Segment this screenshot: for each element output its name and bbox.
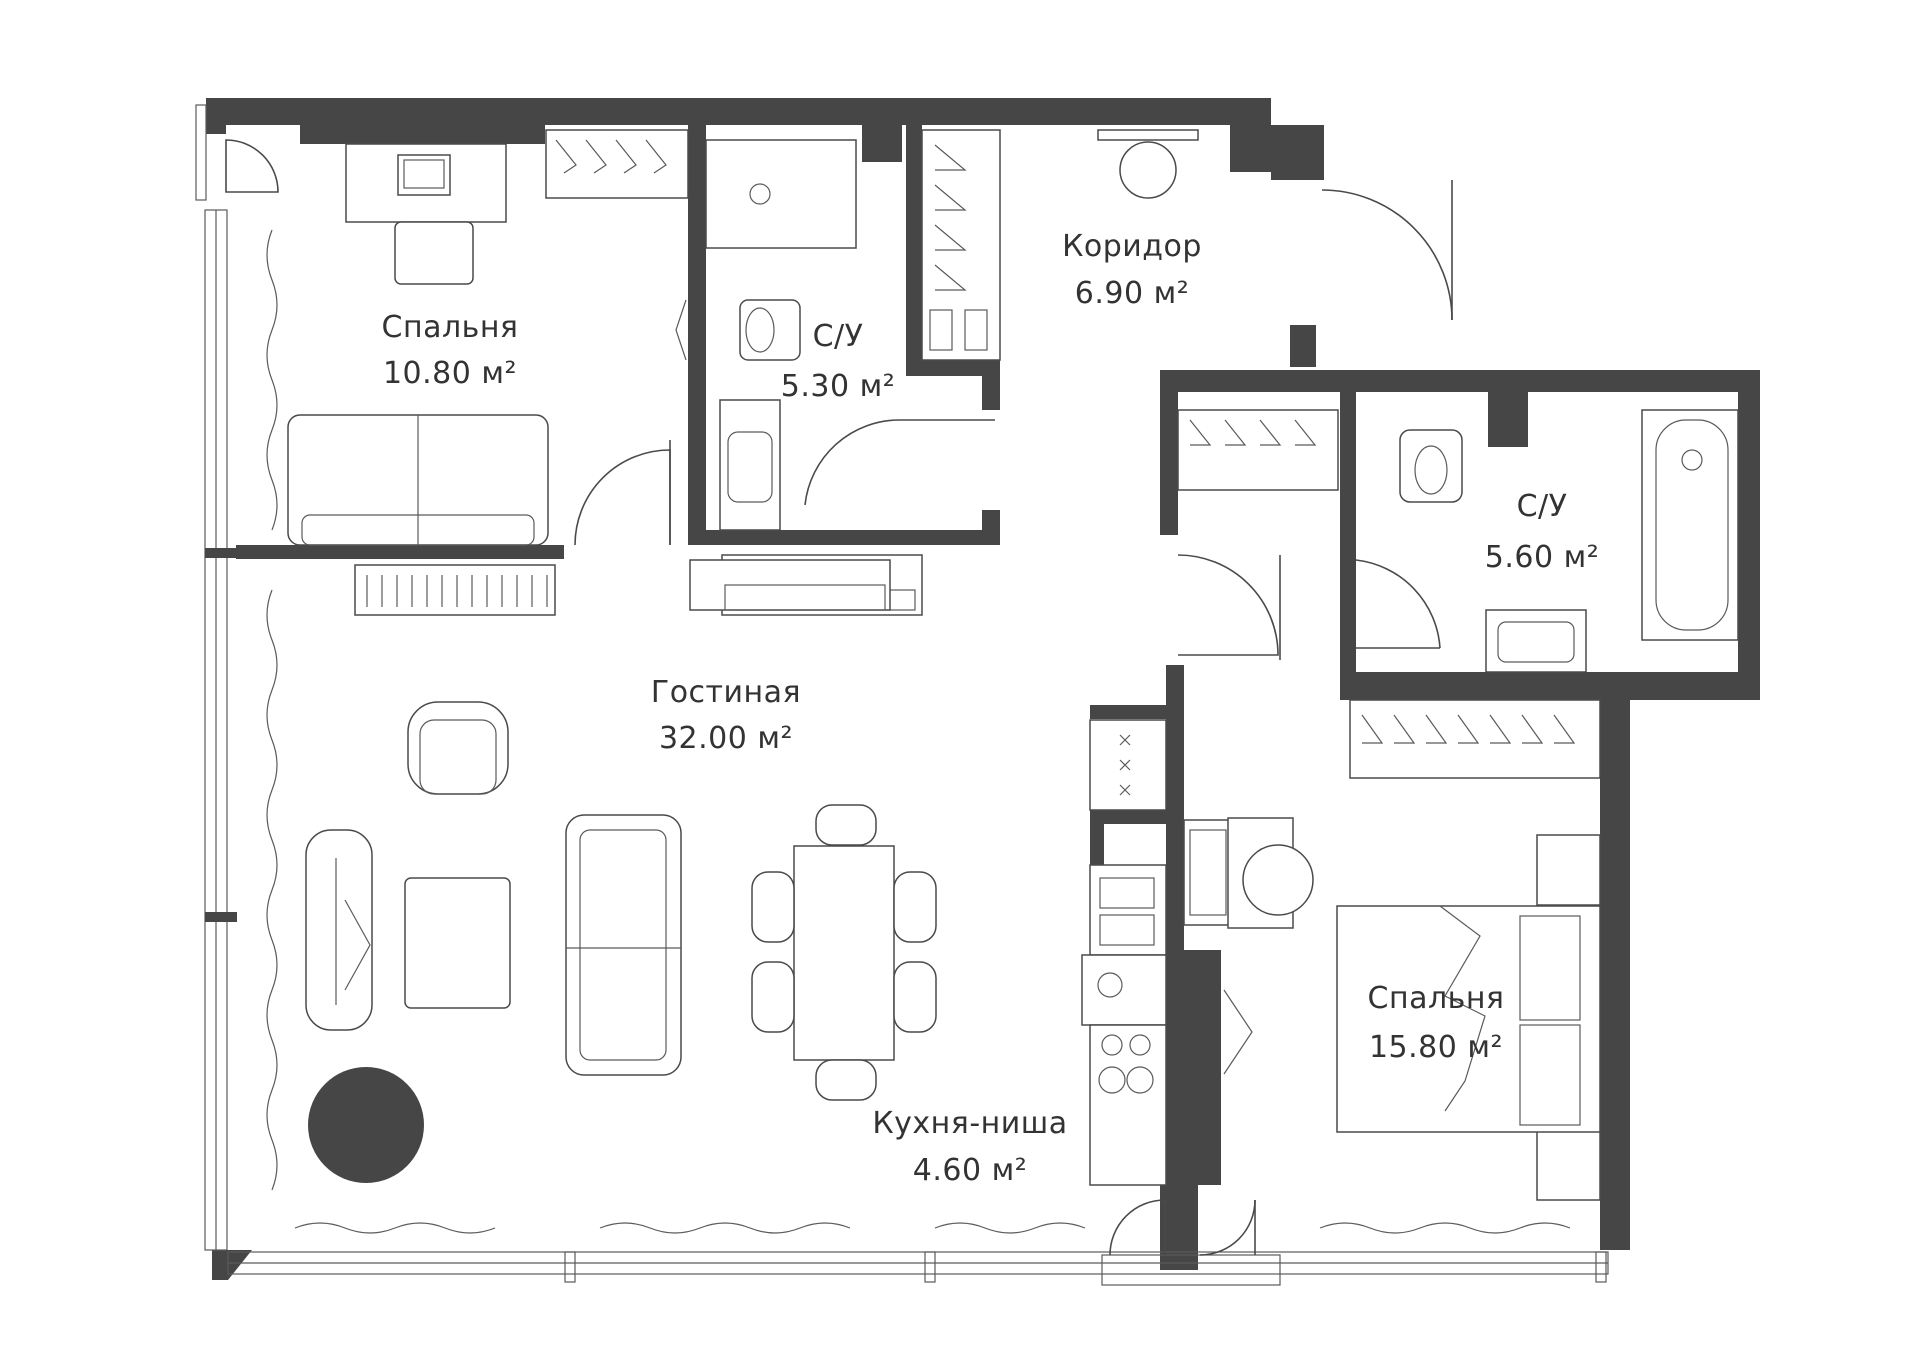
doors — [574, 180, 1453, 1256]
room-area-kitchen: 4.60 м² — [913, 1153, 1028, 1188]
bedroom1-furniture — [287, 129, 689, 616]
bedroom2-furniture — [1227, 699, 1601, 1201]
room-name-living: Гостиная — [651, 675, 801, 710]
room-area-corridor: 6.90 м² — [1075, 276, 1190, 311]
window-glazing — [195, 104, 1609, 1286]
room-name-bathroom2: С/У — [1517, 489, 1568, 524]
room-area-bathroom2: 5.60 м² — [1485, 540, 1600, 575]
room-area-bathroom1: 5.30 м² — [781, 369, 896, 404]
room-labels: Спальня 10.80 м² С/У 5.30 м² Коридор 6.9… — [382, 229, 1600, 1188]
room-name-bathroom1: С/У — [813, 319, 864, 354]
room-name-bedroom2: Спальня — [1368, 981, 1505, 1016]
room-area-living: 32.00 м² — [659, 721, 793, 756]
room-name-bedroom1: Спальня — [382, 310, 519, 345]
room-name-corridor: Коридор — [1062, 229, 1202, 264]
room-name-kitchen: Кухня-ниша — [872, 1106, 1067, 1141]
corridor-fixtures — [1097, 129, 1199, 199]
curtains — [266, 229, 1571, 1234]
room-area-bedroom2: 15.80 м² — [1369, 1030, 1503, 1065]
living-furniture — [305, 559, 937, 1183]
walls — [206, 98, 1760, 1280]
room-area-bedroom1: 10.80 м² — [383, 356, 517, 391]
kitchen-fixtures — [1081, 719, 1235, 1186]
bathroom2-fixtures — [1177, 409, 1739, 673]
